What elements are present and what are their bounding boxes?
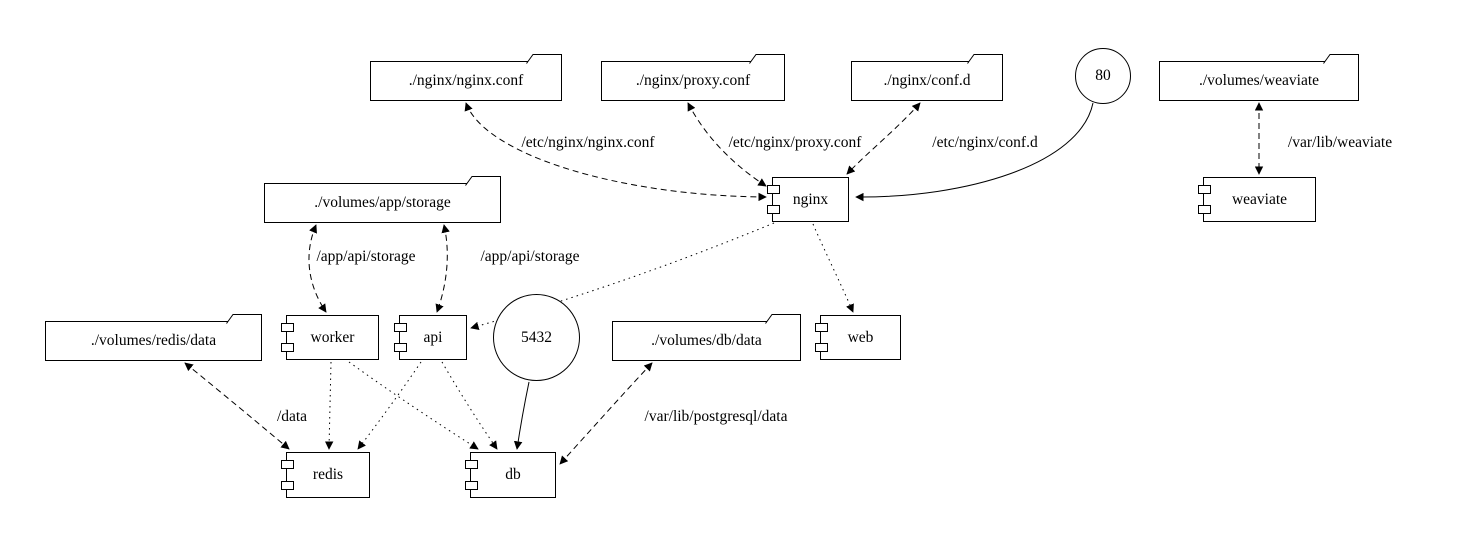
folder-tab-icon [967,54,1003,64]
edge-label-app-api-storage-api: /app/api/storage [480,248,580,265]
edge-worker-redis [324,361,334,450]
edge-confd-nginx [846,102,921,175]
node-service-redis: redis [281,452,370,498]
edge-nginx-web [812,223,854,313]
folder-tab-icon [749,54,785,64]
edge-nginxconf-nginx [464,102,767,202]
edge-label-etc-proxy-conf: /etc/nginx/proxy.conf [728,134,862,151]
node-service-weaviate: weaviate [1198,177,1316,222]
edge-label-data: /data [276,408,308,425]
edge-label-etc-nginx-conf: /etc/nginx/nginx.conf [521,134,655,151]
edge-port80-nginx [855,102,1094,202]
edge-label-var-lib-postgresql: /var/lib/postgresql/data [644,408,788,425]
edge-storage-api [435,224,450,313]
edge-dbdata-db [559,362,653,465]
node-folder-volumes-app-storage: ./volumes/app/storage [264,176,501,223]
node-label: ./volumes/db/data [651,332,762,349]
node-service-nginx: nginx [767,177,849,222]
node-port-5432: 5432 [493,294,580,381]
node-folder-proxy-conf: ./nginx/proxy.conf [601,54,785,101]
node-label: nginx [792,190,829,208]
node-service-web: web [815,315,901,360]
node-label: web [847,328,874,346]
edge-port5432-db [513,381,530,450]
node-folder-volumes-db-data: ./volumes/db/data [612,314,801,361]
node-label: redis [312,466,344,483]
node-label: 5432 [521,328,552,346]
node-label: ./nginx/proxy.conf [635,72,751,89]
folder-tab-icon [465,176,501,186]
node-label: ./volumes/redis/data [90,332,217,349]
folder-tab-icon [765,314,801,324]
folder-tab-icon [526,54,562,64]
node-service-worker: worker [281,315,379,360]
node-label: db [505,466,521,483]
edge-redisdata-redis [184,362,290,450]
node-folder-nginx-conf: ./nginx/nginx.conf [370,54,562,101]
node-label: ./volumes/weaviate [1198,72,1320,89]
node-label: ./volumes/app/storage [314,194,451,211]
node-folder-volumes-weaviate: ./volumes/weaviate [1159,54,1359,101]
edge-storage-worker [308,224,327,313]
node-label: 80 [1095,67,1111,84]
edge-api-db [441,361,498,450]
node-label: ./nginx/conf.d [883,72,971,89]
edge-proxyconf-nginx [687,102,767,187]
node-folder-conf-d: ./nginx/conf.d [851,54,1003,101]
node-service-api: api [394,315,467,360]
node-label: worker [310,328,355,346]
node-service-db: db [465,452,556,498]
edge-label-app-api-storage-worker: /app/api/storage [316,248,416,265]
node-label: ./nginx/nginx.conf [408,72,524,89]
edge-worker-db [348,361,479,450]
folder-tab-icon [226,314,262,324]
edge-api-redis [357,361,422,450]
node-label: api [423,328,443,346]
node-port-80: 80 [1075,48,1131,104]
folder-tab-icon [1323,54,1359,64]
edge-label-etc-conf-d: /etc/nginx/conf.d [932,134,1038,151]
node-label: weaviate [1231,190,1288,208]
node-folder-volumes-redis-data: ./volumes/redis/data [45,314,262,361]
edge-label-var-lib-weaviate: /var/lib/weaviate [1287,134,1393,151]
